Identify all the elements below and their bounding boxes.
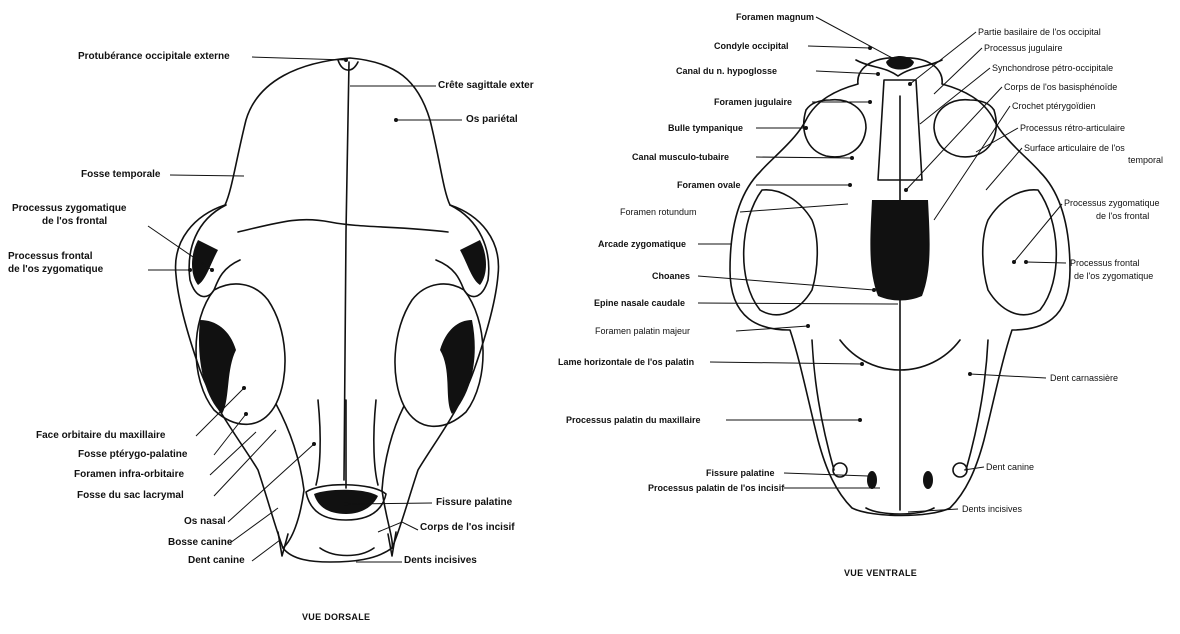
label-dents-incisives: Dents incisives: [404, 555, 477, 567]
label-condyle: Condyle occipital: [714, 40, 789, 52]
label-lame: Lame horizontale de l'os palatin: [558, 356, 694, 368]
label-dent-carn: Dent carnassière: [1050, 372, 1118, 384]
label-proc-zyg-1: Processus zygomatique: [12, 203, 126, 215]
label-foramen-ovale: Foramen ovale: [677, 179, 741, 191]
dorsal-nasal: [316, 400, 378, 488]
label-foramen-infra: Foramen infra-orbitaire: [74, 469, 184, 481]
dorsal-skull: [176, 58, 499, 562]
label-fosse-sac: Fosse du sac lacrymal: [77, 490, 184, 502]
label-partie-basilaire: Partie basilaire de l'os occipital: [978, 26, 1101, 38]
leader-lame: [710, 362, 862, 364]
label-foramen-jug: Foramen jugulaire: [714, 96, 792, 108]
label-proc-front-2: de l'os zygomatique: [8, 264, 103, 276]
label-fissure-palatine: Fissure palatine: [436, 497, 512, 509]
label-choanes: Choanes: [652, 270, 690, 282]
leader-partie-basilaire: [910, 32, 976, 84]
label-face-orbitaire: Face orbitaire du maxillaire: [36, 430, 166, 442]
leader-protuberance: [252, 57, 346, 60]
label-dent-canine: Dent canine: [188, 555, 245, 567]
label-epine: Epine nasale caudale: [594, 297, 685, 309]
label-dents-incisives-v: Dents incisives: [962, 503, 1022, 515]
ventral-left-teeth-row: [812, 340, 834, 470]
label-dent-canine-v: Dent canine: [986, 461, 1034, 473]
leader-canal-hypo: [816, 71, 878, 74]
leader-dents-incisives-v: [908, 509, 958, 512]
dorsal-coronal-suture: [238, 220, 448, 232]
label-synchondrose: Synchondrose pétro-occipitale: [992, 62, 1113, 74]
leader-epine: [698, 303, 898, 304]
leader-fissure-palatine-v: [784, 473, 868, 476]
leader-foramen-palatin: [736, 326, 808, 331]
label-proc-zyg-v-2: de l'os frontal: [1096, 210, 1149, 222]
label-canal-hypo: Canal du n. hypoglosse: [676, 65, 777, 77]
label-arcade: Arcade zygomatique: [598, 238, 686, 250]
label-fissure-palatine-v: Fissure palatine: [706, 467, 775, 479]
label-surface-1: Surface articulaire de l'os: [1024, 142, 1125, 154]
leader-proc-retro: [976, 128, 1018, 152]
ventral-right-teeth-row: [966, 340, 988, 470]
label-surface-2: temporal: [1128, 154, 1163, 166]
label-proc-front-v-1: Processus frontal: [1070, 257, 1140, 269]
label-fosse-temporale: Fosse temporale: [81, 169, 160, 181]
label-proc-retro: Processus rétro-articulaire: [1020, 122, 1125, 134]
ventral-left-fissure: [867, 471, 877, 489]
caption-ventral: VUE VENTRALE: [844, 568, 917, 578]
leader-choanes: [698, 276, 874, 290]
dorsal-nares-shadow: [314, 490, 378, 514]
leader-foramen-infra: [210, 432, 256, 475]
leader-dent-canine: [252, 540, 280, 561]
label-proc-palatin-max: Processus palatin du maxillaire: [566, 414, 701, 426]
label-fosse-ptery: Fosse ptérygo-palatine: [78, 449, 187, 461]
dorsal-incisors: [320, 548, 374, 556]
leader-crochet: [934, 106, 1010, 220]
leader-condyle: [808, 46, 870, 48]
leader-surface: [986, 148, 1022, 190]
label-os-nasal: Os nasal: [184, 516, 226, 528]
leader-foramen-magnum: [816, 17, 896, 60]
label-foramen-palatin: Foramen palatin majeur: [595, 325, 690, 337]
label-bulle: Bulle tympanique: [668, 122, 743, 134]
caption-dorsal: VUE DORSALE: [302, 612, 370, 622]
label-proc-zyg-v-1: Processus zygomatique: [1064, 197, 1160, 209]
label-proc-jugulaire: Processus jugulaire: [984, 42, 1063, 54]
label-protuberance: Protubérance occipitale externe: [78, 51, 230, 63]
dorsal-left-orbit-shadow: [199, 320, 236, 414]
leader-synchondrose: [920, 68, 990, 124]
label-corps-incisif: Corps de l'os incisif: [420, 522, 515, 534]
dorsal-left-temporal-shadow: [192, 240, 218, 285]
label-parietal: Os pariétal: [466, 114, 518, 126]
label-proc-front-v-2: de l'os zygomatique: [1074, 270, 1153, 282]
leader-dent-carn: [970, 374, 1046, 378]
label-proc-zyg-2: de l'os frontal: [42, 216, 107, 228]
ventral-right-arch-inner: [983, 190, 1057, 315]
label-crochet: Crochet ptérygoïdien: [1012, 100, 1096, 112]
dorsal-occipital-crest: [338, 60, 358, 70]
dorsal-maxilla-left: [276, 404, 304, 548]
label-proc-palatin-inc: Processus palatin de l'os incisif: [648, 482, 784, 494]
leader-foramen-rotundum: [740, 204, 848, 212]
label-proc-front-1: Processus frontal: [8, 251, 92, 263]
ventral-choanes-shadow: [870, 200, 929, 301]
dorsal-right-temporal-shadow: [460, 240, 486, 285]
ventral-right-fissure: [923, 471, 933, 489]
label-crete: Crête sagittale exter: [438, 80, 550, 92]
leader-proc-jugulaire: [934, 48, 982, 94]
leader-proc-front-v: [1026, 262, 1066, 263]
leader-corps-basi: [906, 87, 1002, 190]
label-foramen-rotundum: Foramen rotundum: [620, 206, 697, 218]
label-foramen-magnum: Foramen magnum: [736, 11, 814, 23]
label-canal-musculo: Canal musculo-tubaire: [632, 151, 729, 163]
dorsal-cranium-outline: [176, 58, 499, 562]
dorsal-right-orbit-shadow: [440, 320, 475, 414]
label-bosse-canine: Bosse canine: [168, 537, 232, 549]
label-corps-basi: Corps de l'os basisphénoïde: [1004, 81, 1117, 93]
